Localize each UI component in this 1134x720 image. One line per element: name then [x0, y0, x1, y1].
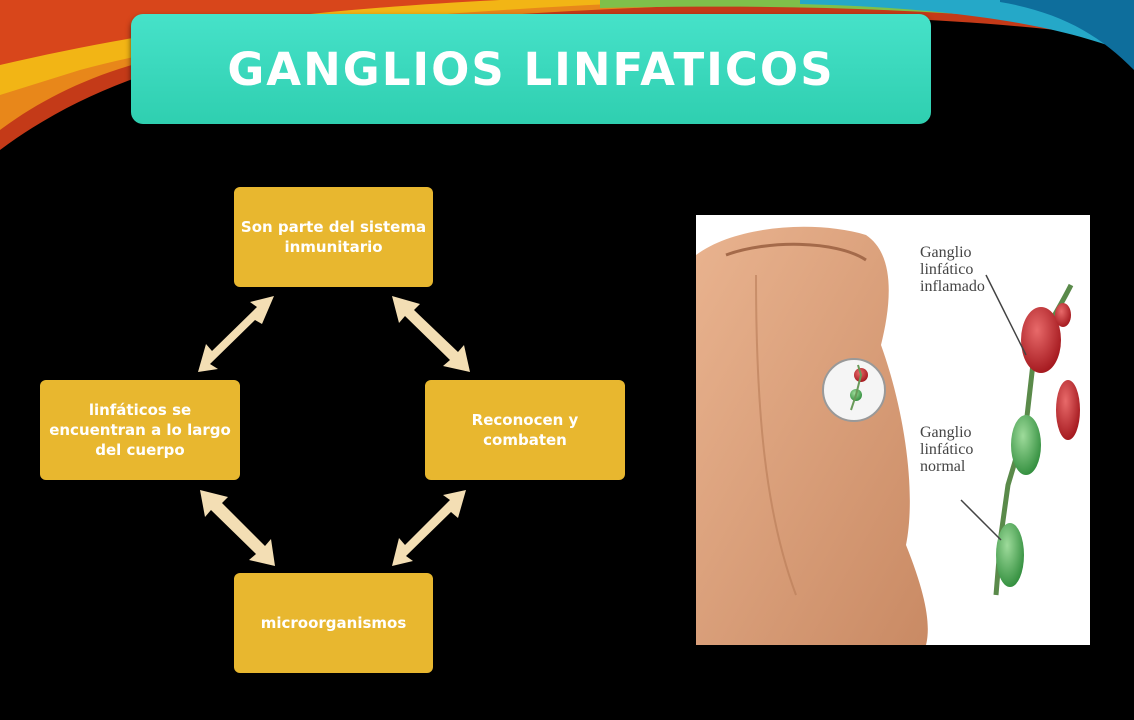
cycle-node-microorganisms: microorganismos: [234, 573, 433, 673]
cycle-node-recognize-fight: Reconocen y combaten: [425, 380, 625, 480]
cycle-node-immune-system: Son parte del sistema inmunitario: [234, 187, 433, 287]
label-normal-line-3: normal: [920, 457, 966, 475]
label-normal-line-2: linfático: [920, 440, 974, 458]
label-inflamed-line-3: inflamado: [920, 277, 985, 295]
title-banner: GANGLIOS LINFATICOS: [131, 14, 931, 124]
lymph-node-illustration: Ganglio linfático inflamado Ganglio linf…: [696, 215, 1090, 645]
page-title: GANGLIOS LINFATICOS: [227, 42, 835, 96]
label-inflamed-line-2: linfático: [920, 260, 974, 278]
arrow-top-left: [198, 296, 274, 372]
cycle-node-throughout-body: linfáticos se encuentran a lo largo del …: [40, 380, 240, 480]
neck-image: [696, 226, 1080, 645]
arrow-top-right: [392, 296, 470, 372]
label-inflamed-line-1: Ganglio: [920, 244, 972, 261]
label-normal-line-1: Ganglio: [920, 424, 972, 441]
arrow-bottom-left: [200, 490, 275, 566]
arrow-bottom-right: [392, 490, 466, 566]
